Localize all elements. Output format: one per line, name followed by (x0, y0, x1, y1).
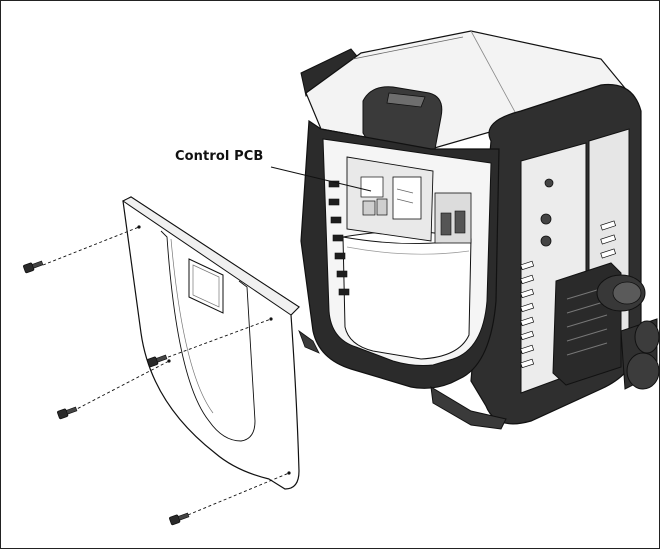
screw-2 (147, 354, 168, 368)
screw-1 (23, 260, 44, 274)
callout-leader-line (270, 166, 372, 192)
front-panel (122, 196, 300, 490)
screw-4 (169, 512, 190, 526)
assembly-lines (42, 226, 290, 518)
screw-3 (57, 406, 78, 420)
control-pcb-label: Control PCB (175, 149, 264, 164)
control-pcb (346, 156, 472, 244)
pump-assembly (552, 262, 660, 390)
heater-unit (298, 30, 660, 430)
